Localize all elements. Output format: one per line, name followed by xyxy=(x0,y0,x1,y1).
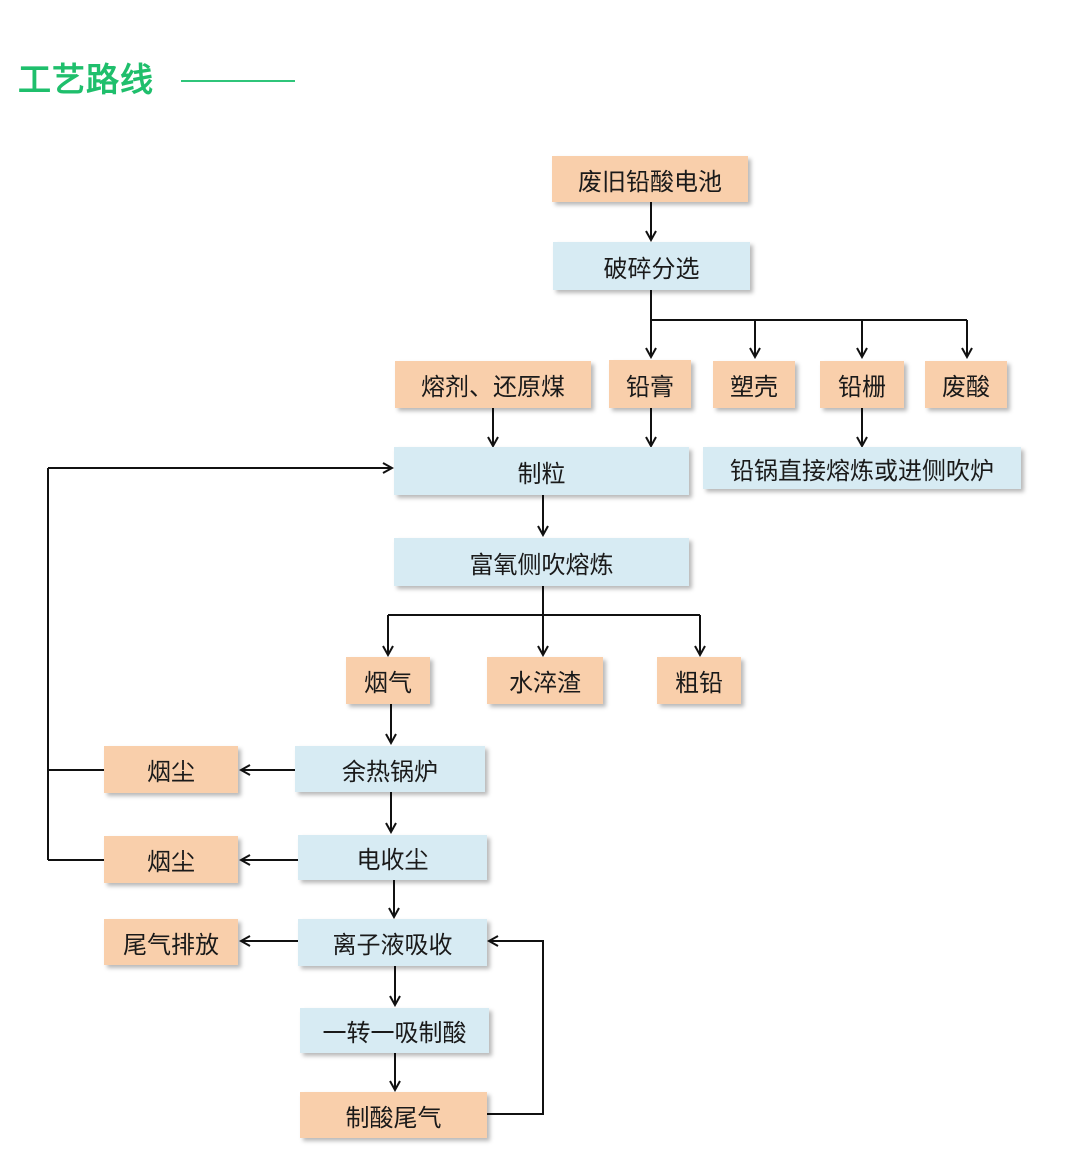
node-plastic: 塑壳 xyxy=(713,361,795,408)
node-tail-emission: 尾气排放 xyxy=(104,919,238,965)
node-lead-paste: 铅膏 xyxy=(609,360,691,408)
node-flue-gas: 烟气 xyxy=(346,657,430,704)
node-dust-2: 烟尘 xyxy=(104,836,238,883)
title-underline xyxy=(181,80,295,82)
node-smelting: 富氧侧吹熔炼 xyxy=(394,538,689,586)
node-ionic: 离子液吸收 xyxy=(298,919,487,966)
node-esp: 电收尘 xyxy=(298,835,487,880)
node-flux: 熔剂、还原煤 xyxy=(395,361,591,408)
node-waste-acid: 废酸 xyxy=(925,361,1007,408)
node-crushing: 破碎分选 xyxy=(553,242,750,290)
node-battery: 废旧铅酸电池 xyxy=(552,156,748,202)
node-boiler: 余热锅炉 xyxy=(295,746,485,792)
page-title: 工艺路线 xyxy=(18,60,154,99)
node-grid-route: 铅锅直接熔炼或进侧吹炉 xyxy=(703,447,1021,489)
node-crude-lead: 粗铅 xyxy=(657,657,741,704)
node-lead-grid: 铅栅 xyxy=(820,361,904,408)
node-granulation: 制粒 xyxy=(394,447,689,495)
node-dust-1: 烟尘 xyxy=(104,746,238,793)
node-acid-tail: 制酸尾气 xyxy=(300,1092,487,1138)
arrow-acid-tail-recycle xyxy=(487,941,544,1115)
node-water-slag: 水淬渣 xyxy=(487,657,603,704)
node-acid-making: 一转一吸制酸 xyxy=(300,1008,489,1053)
